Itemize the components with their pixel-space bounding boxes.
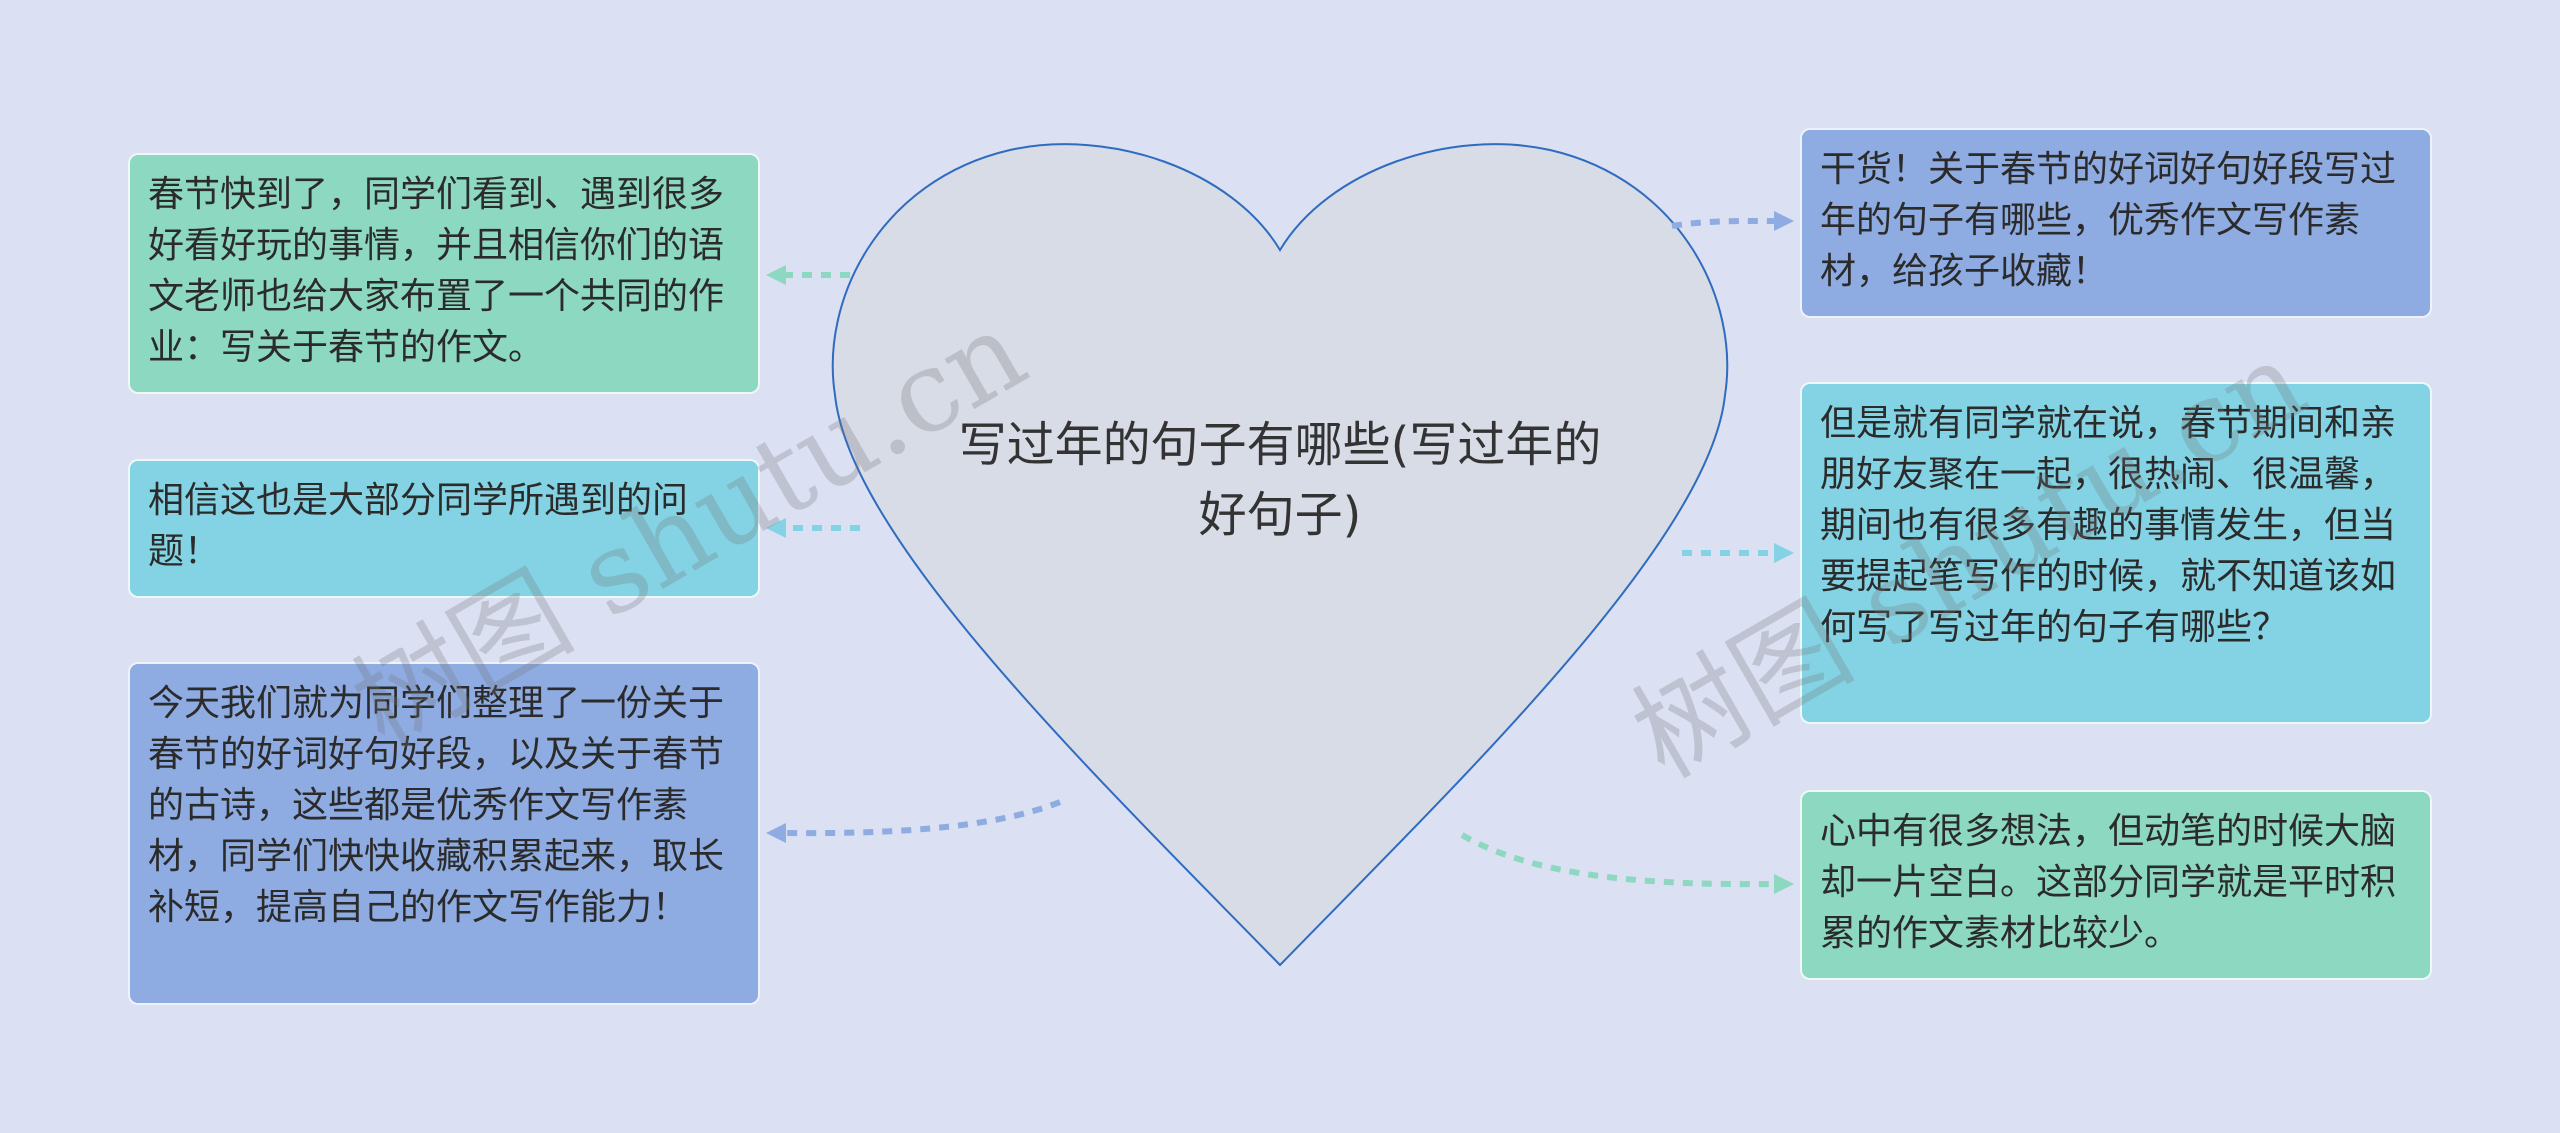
- central-topic-title[interactable]: 写过年的句子有哪些(写过年的好句子): [958, 417, 1602, 543]
- left-node-1[interactable]: 春节快到了，同学们看到、遇到很多好看好玩的事情，并且相信你们的语文老师也给大家布…: [128, 153, 760, 394]
- arrowhead-left-1: [766, 265, 786, 285]
- right-node-3[interactable]: 心中有很多想法，但动笔的时候大脑却一片空白。这部分同学就是平时积累的作文素材比较…: [1800, 790, 2432, 980]
- left-node-3[interactable]: 今天我们就为同学们整理了一份关于春节的好词好句好段，以及关于春节的古诗，这些都是…: [128, 662, 760, 1005]
- arrowhead-right-1: [1774, 211, 1794, 231]
- arrowhead-left-3: [766, 823, 786, 843]
- connector-left-3: [781, 799, 1062, 837]
- connector-right-3: [1460, 832, 1779, 888]
- arrowhead-right-3: [1774, 874, 1794, 894]
- heart-central-shape: [831, 143, 1729, 967]
- arrowhead-left-2: [766, 518, 786, 538]
- right-node-2[interactable]: 但是就有同学就在说，春节期间和亲朋好友聚在一起，很热闹、很温馨，期间也有很多有趣…: [1800, 382, 2432, 724]
- arrowhead-right-2: [1774, 543, 1794, 563]
- left-node-2[interactable]: 相信这也是大部分同学所遇到的问题！: [128, 459, 760, 598]
- connector-right-1: [1671, 217, 1779, 229]
- right-node-1[interactable]: 干货！关于春节的好词好句好段写过年的句子有哪些，优秀作文写作素材，给孩子收藏！: [1800, 128, 2432, 318]
